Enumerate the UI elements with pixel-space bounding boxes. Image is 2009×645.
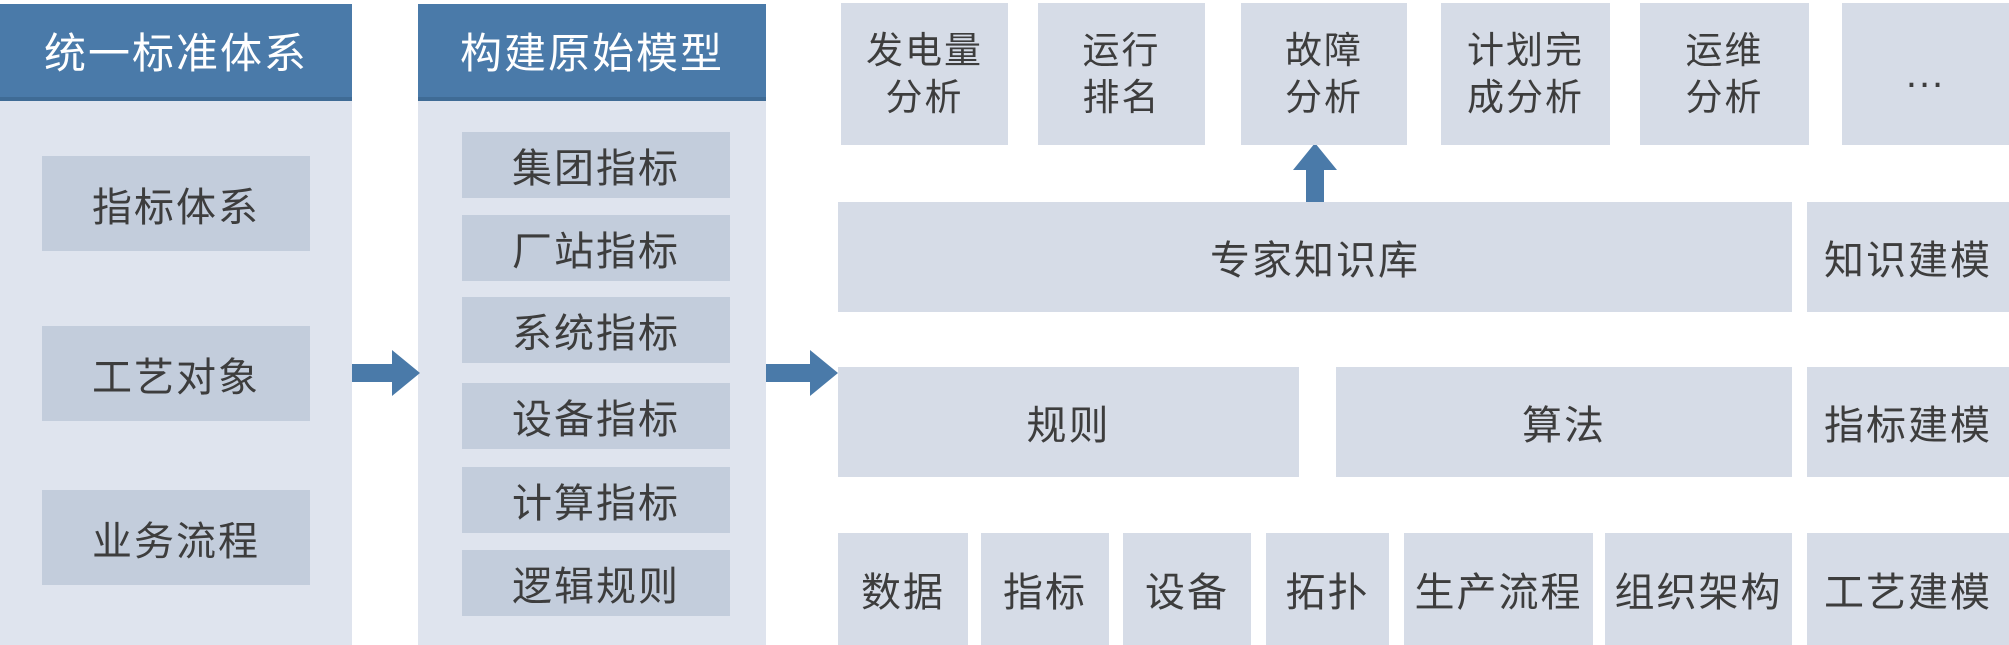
bottom-item-box-equipment: 设备 <box>1123 533 1251 645</box>
analysis-box-ellipsis: ... <box>1842 3 2009 145</box>
bottom-item-box-metric: 指标 <box>981 533 1109 645</box>
rules-box: 规则 <box>838 367 1299 477</box>
algorithms-box: 算法 <box>1336 367 1792 477</box>
model-item-box: 集团指标 <box>462 132 730 198</box>
right-arrow-icon <box>766 350 838 396</box>
model-column-title: 构建原始模型 <box>418 4 766 101</box>
up-arrow-icon <box>1293 143 1337 203</box>
bottom-item-box-topology: 拓扑 <box>1266 533 1389 645</box>
model-item-box: 逻辑规则 <box>462 550 730 616</box>
analysis-box-fault: 故障 分析 <box>1241 3 1407 145</box>
knowledge-modeling-box: 知识建模 <box>1807 202 2009 312</box>
standard-column-title: 统一标准体系 <box>0 4 352 101</box>
right-arrow-icon <box>352 350 420 396</box>
standard-item-box: 指标体系 <box>42 156 310 251</box>
standard-item-box: 工艺对象 <box>42 326 310 421</box>
model-item-box: 系统指标 <box>462 297 730 363</box>
analysis-box-plan-completion: 计划完 成分析 <box>1441 3 1610 145</box>
bottom-item-box-org-structure: 组织架构 <box>1605 533 1792 645</box>
process-modeling-box: 工艺建模 <box>1807 533 2009 645</box>
metric-modeling-box: 指标建模 <box>1807 367 2009 477</box>
model-item-box: 设备指标 <box>462 383 730 449</box>
model-item-box: 计算指标 <box>462 467 730 533</box>
bottom-item-box-production-process: 生产流程 <box>1404 533 1593 645</box>
model-item-box: 厂站指标 <box>462 215 730 281</box>
bottom-item-box-data: 数据 <box>838 533 968 645</box>
standard-item-box: 业务流程 <box>42 490 310 585</box>
analysis-box-power-generation: 发电量 分析 <box>841 3 1008 145</box>
analysis-box-operation-maintenance: 运维 分析 <box>1640 3 1809 145</box>
expert-knowledge-box: 专家知识库 <box>838 202 1792 312</box>
analysis-box-operation-ranking: 运行 排名 <box>1038 3 1205 145</box>
